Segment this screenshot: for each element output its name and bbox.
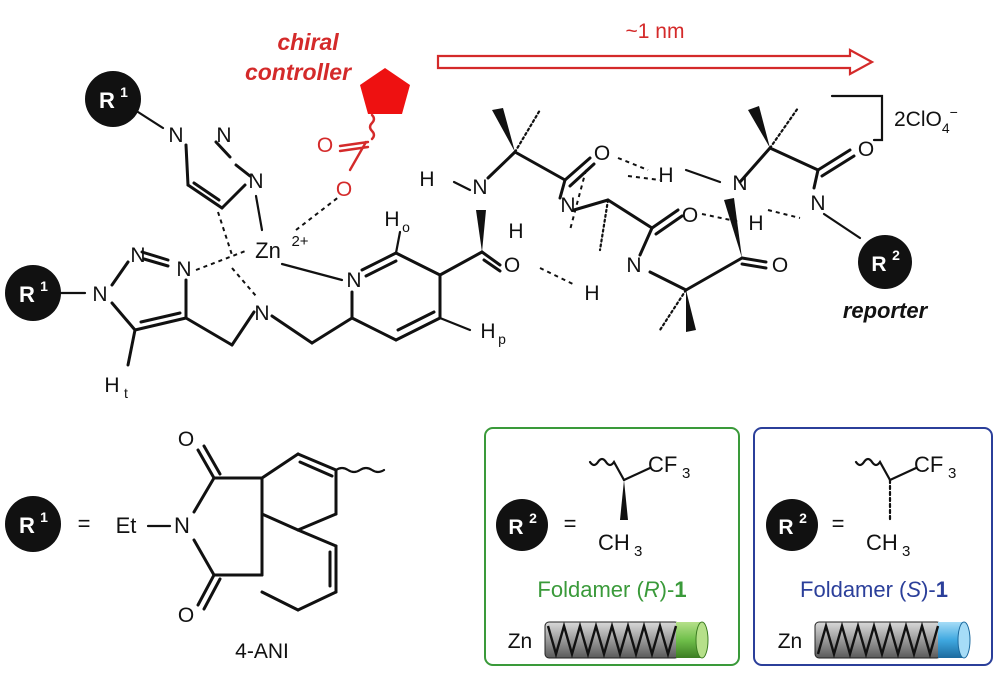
chiral-controller-line2: controller bbox=[245, 59, 352, 85]
foldamer-s-box bbox=[753, 427, 993, 666]
svg-text:CF: CF bbox=[648, 452, 677, 477]
svg-text:3: 3 bbox=[634, 543, 642, 560]
svg-text:H: H bbox=[584, 282, 599, 305]
naphthalimide-structure bbox=[192, 444, 386, 612]
distance-arrow bbox=[436, 48, 875, 76]
foldamer-r-name: Foldamer (R)-1 bbox=[537, 577, 686, 602]
svg-text:3: 3 bbox=[948, 465, 956, 482]
svg-text:Et: Et bbox=[116, 513, 137, 538]
foldamer-r-box bbox=[484, 427, 740, 666]
foldamer-s-name: Foldamer (S)-1 bbox=[800, 577, 948, 602]
chiral-controller-line1: chiral bbox=[277, 29, 339, 55]
distance-label: ~1 nm bbox=[626, 20, 685, 43]
r1-badge-top: R 1 bbox=[85, 71, 141, 127]
svg-text:N: N bbox=[626, 254, 641, 277]
counterion-label: 2ClO4− bbox=[894, 104, 958, 136]
svg-text:2: 2 bbox=[892, 247, 900, 263]
svg-text:H: H bbox=[104, 374, 119, 397]
triazole-left bbox=[59, 249, 256, 367]
svg-text:R: R bbox=[778, 516, 793, 539]
svg-text:N: N bbox=[810, 192, 825, 215]
svg-text:N: N bbox=[176, 258, 191, 281]
svg-text:H: H bbox=[419, 168, 434, 191]
svg-text:p: p bbox=[498, 331, 506, 347]
svg-text:N: N bbox=[174, 513, 190, 538]
svg-text:N: N bbox=[346, 269, 361, 292]
svg-text:O: O bbox=[336, 178, 352, 201]
svg-text:O: O bbox=[317, 134, 333, 157]
svg-text:H: H bbox=[658, 164, 673, 187]
reporter-label: reporter bbox=[843, 298, 929, 323]
svg-text:N: N bbox=[248, 170, 263, 193]
svg-text:=: = bbox=[564, 511, 577, 536]
peptide-backbone bbox=[452, 106, 862, 332]
pyridine-ring bbox=[350, 230, 484, 342]
svg-text:1: 1 bbox=[40, 509, 48, 525]
svg-text:CH: CH bbox=[866, 530, 898, 555]
svg-text:Zn: Zn bbox=[508, 630, 533, 653]
r1-name: 4-ANI bbox=[235, 640, 289, 663]
svg-text:H: H bbox=[748, 212, 763, 235]
svg-text:1: 1 bbox=[120, 84, 128, 100]
zinc-atom: Zn bbox=[255, 238, 281, 263]
svg-text:t: t bbox=[124, 385, 128, 401]
svg-text:CH: CH bbox=[598, 530, 630, 555]
svg-text:o: o bbox=[402, 219, 410, 235]
svg-text:R: R bbox=[871, 253, 886, 276]
svg-text:1: 1 bbox=[40, 278, 48, 294]
helix-coil-r bbox=[544, 621, 709, 659]
helix-coil-s bbox=[814, 621, 971, 659]
svg-text:N: N bbox=[216, 124, 231, 147]
svg-text:N: N bbox=[560, 194, 575, 217]
svg-text:2: 2 bbox=[529, 510, 537, 526]
svg-text:R: R bbox=[19, 513, 35, 538]
svg-text:=: = bbox=[78, 511, 91, 536]
svg-text:R: R bbox=[19, 282, 35, 307]
r1-badge-definition: R 1 bbox=[5, 496, 61, 552]
r2-badge-reporter: R 2 bbox=[858, 235, 912, 289]
svg-text:O: O bbox=[772, 254, 788, 277]
svg-text:O: O bbox=[594, 142, 610, 165]
svg-text:R: R bbox=[508, 516, 523, 539]
svg-text:CF: CF bbox=[914, 452, 943, 477]
wavy-bond bbox=[368, 113, 376, 141]
svg-text:N: N bbox=[130, 244, 145, 267]
svg-text:H: H bbox=[480, 320, 495, 343]
bracket bbox=[830, 94, 884, 142]
r1-badge-left: R 1 bbox=[5, 265, 61, 321]
r2-badge-foldamer-s: R 2 bbox=[766, 499, 818, 551]
r2-badge-foldamer-r: R 2 bbox=[496, 499, 548, 551]
svg-text:O: O bbox=[682, 204, 698, 227]
svg-text:3: 3 bbox=[682, 465, 690, 482]
svg-text:R: R bbox=[99, 88, 115, 113]
svg-text:O: O bbox=[504, 254, 520, 277]
svg-text:O: O bbox=[858, 138, 874, 161]
svg-text:N: N bbox=[254, 302, 269, 325]
svg-text:N: N bbox=[168, 124, 183, 147]
chiral-pentagon-shape bbox=[360, 68, 410, 114]
svg-text:O: O bbox=[178, 604, 194, 627]
svg-text:3: 3 bbox=[902, 543, 910, 560]
svg-text:2: 2 bbox=[799, 510, 807, 526]
svg-text:H: H bbox=[508, 220, 523, 243]
triazole-top bbox=[136, 110, 252, 256]
svg-text:O: O bbox=[178, 428, 194, 451]
svg-text:Zn: Zn bbox=[778, 630, 803, 653]
svg-text:=: = bbox=[832, 511, 845, 536]
svg-text:H: H bbox=[384, 208, 399, 231]
svg-text:N: N bbox=[732, 172, 747, 195]
svg-text:2+: 2+ bbox=[291, 233, 308, 250]
svg-text:N: N bbox=[92, 283, 107, 306]
svg-text:N: N bbox=[472, 176, 487, 199]
